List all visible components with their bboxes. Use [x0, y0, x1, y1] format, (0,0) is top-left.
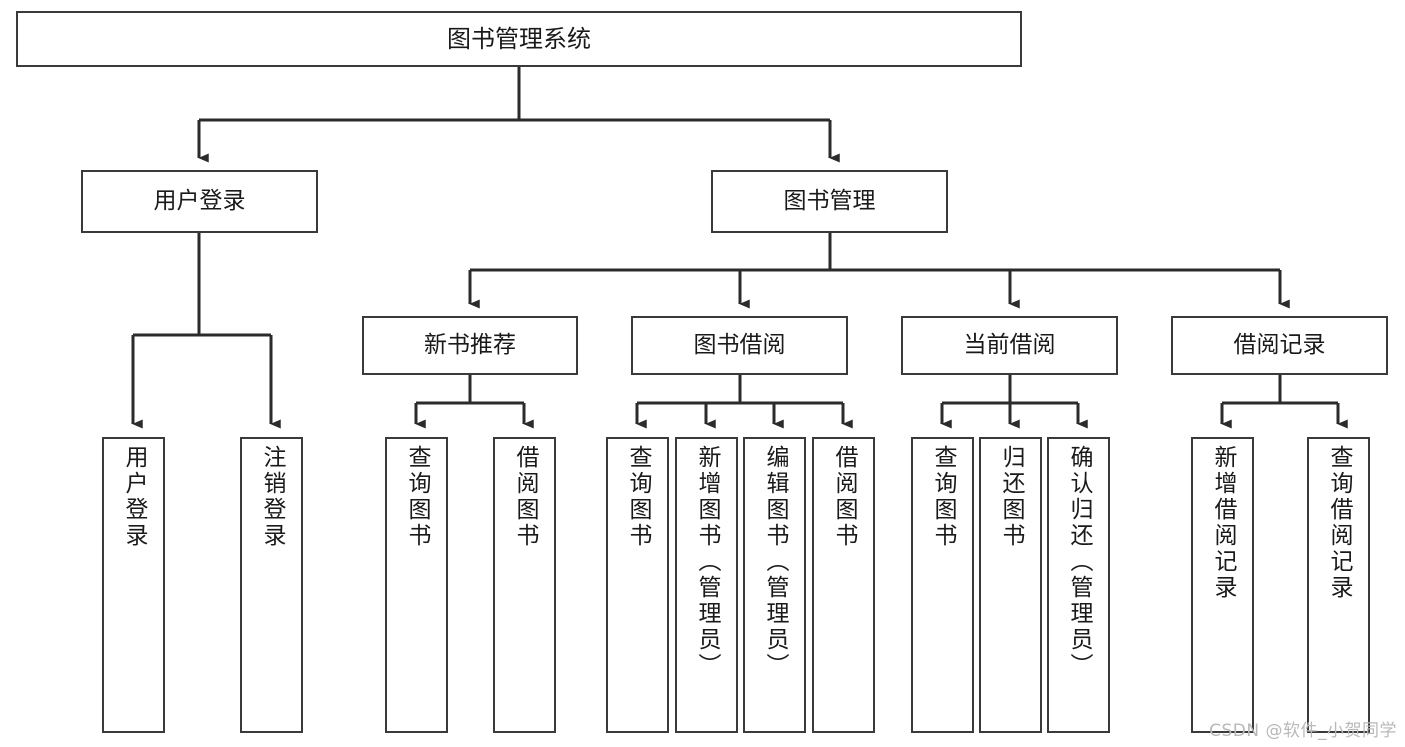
- node-leaf-query-book-1-label: 查询图书: [404, 445, 430, 549]
- node-root[interactable]: 图书管理系统: [16, 11, 1022, 67]
- node-book-management[interactable]: 图书管理: [711, 170, 948, 233]
- node-leaf-confirm-return[interactable]: 确认归还（管理员）: [1047, 437, 1110, 733]
- node-book-borrow[interactable]: 图书借阅: [631, 316, 848, 375]
- node-leaf-add-book[interactable]: 新增图书（管理员）: [675, 437, 738, 733]
- node-leaf-borrow-book-2-label: 借阅图书: [831, 445, 857, 549]
- node-leaf-query-book-3-label: 查询图书: [930, 445, 956, 549]
- node-borrow-record-label: 借阅记录: [1233, 331, 1326, 358]
- node-leaf-query-book-1[interactable]: 查询图书: [385, 437, 448, 733]
- node-leaf-confirm-return-label: 确认归还（管理员）: [1066, 445, 1092, 679]
- node-leaf-add-record[interactable]: 新增借阅记录: [1191, 437, 1254, 733]
- node-leaf-logout[interactable]: 注销登录: [240, 437, 303, 733]
- node-user-login-label: 用户登录: [153, 187, 246, 214]
- node-leaf-user-login-label: 用户登录: [121, 445, 147, 549]
- node-leaf-edit-book-label: 编辑图书（管理员）: [762, 445, 788, 679]
- csdn-watermark: CSDN @软件_小贺同学: [1209, 721, 1397, 741]
- node-leaf-borrow-book-1[interactable]: 借阅图书: [493, 437, 556, 733]
- node-leaf-add-record-label: 新增借阅记录: [1210, 445, 1236, 601]
- node-leaf-query-book-3[interactable]: 查询图书: [911, 437, 974, 733]
- node-book-management-label: 图书管理: [783, 187, 876, 214]
- node-current-borrow-label: 当前借阅: [963, 331, 1056, 358]
- node-leaf-logout-label: 注销登录: [259, 445, 285, 549]
- node-new-book-recommend[interactable]: 新书推荐: [362, 316, 578, 375]
- node-root-label: 图书管理系统: [447, 24, 591, 53]
- node-current-borrow[interactable]: 当前借阅: [901, 316, 1118, 375]
- node-leaf-return-book-label: 归还图书: [998, 445, 1024, 549]
- node-book-borrow-label: 图书借阅: [693, 331, 786, 358]
- node-user-login[interactable]: 用户登录: [81, 170, 318, 233]
- node-leaf-query-book-2-label: 查询图书: [625, 445, 651, 549]
- node-leaf-query-record[interactable]: 查询借阅记录: [1307, 437, 1370, 733]
- node-leaf-borrow-book-1-label: 借阅图书: [512, 445, 538, 549]
- node-leaf-query-record-label: 查询借阅记录: [1326, 445, 1352, 601]
- node-leaf-add-book-label: 新增图书（管理员）: [694, 445, 720, 679]
- node-new-book-recommend-label: 新书推荐: [424, 331, 516, 358]
- node-leaf-edit-book[interactable]: 编辑图书（管理员）: [743, 437, 806, 733]
- node-leaf-return-book[interactable]: 归还图书: [979, 437, 1042, 733]
- node-leaf-user-login[interactable]: 用户登录: [102, 437, 165, 733]
- node-leaf-borrow-book-2[interactable]: 借阅图书: [812, 437, 875, 733]
- node-borrow-record[interactable]: 借阅记录: [1171, 316, 1388, 375]
- node-leaf-query-book-2[interactable]: 查询图书: [606, 437, 669, 733]
